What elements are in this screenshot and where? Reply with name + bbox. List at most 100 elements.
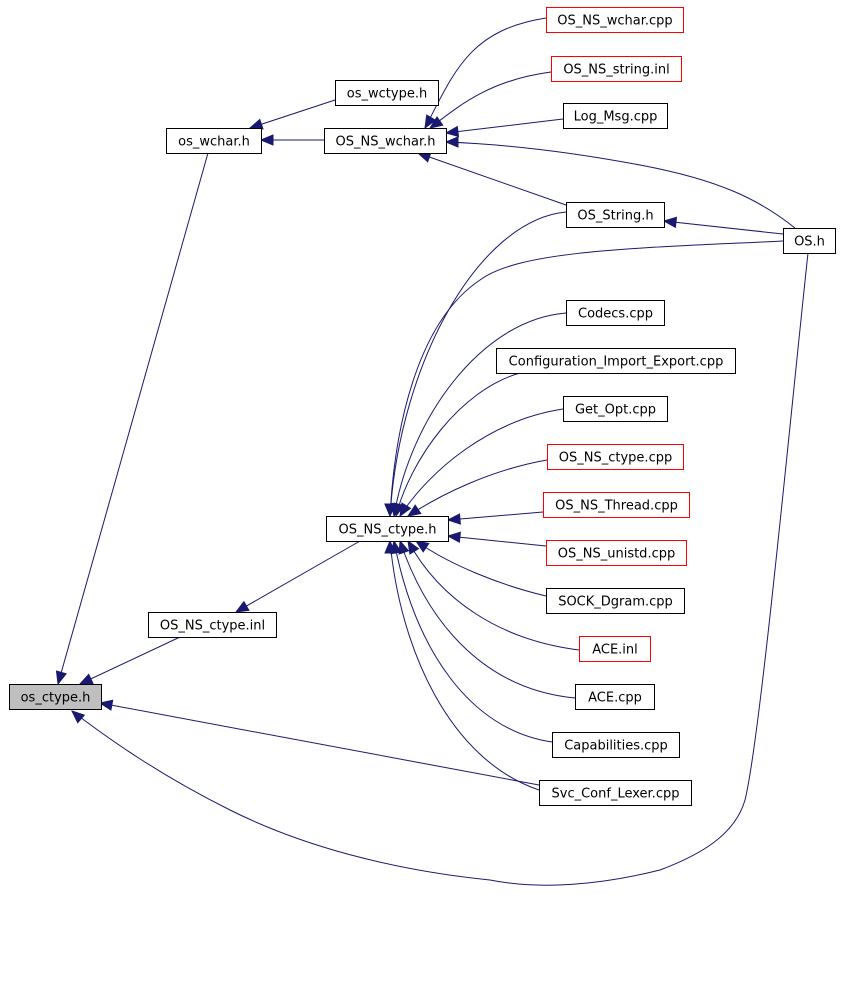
node-label: OS_NS_ctype.inl [160, 619, 265, 634]
node-box [335, 80, 439, 106]
edge-ace_inl-to-os_ns_ctype_h [407, 539, 580, 651]
node-os-ns-wchar-cpp[interactable]: OS_NS_wchar.cpp [546, 7, 684, 33]
edge-arrowhead [78, 673, 94, 685]
node-label: ACE.cpp [588, 691, 642, 706]
edge-arrowhead [399, 502, 412, 518]
node-box [566, 300, 665, 326]
edge-arrowhead [71, 710, 86, 724]
edge-os_h-to-os_ns_ctype_h [384, 240, 784, 518]
edge-arrowhead [407, 539, 420, 555]
node-get-opt-cpp[interactable]: Get_Opt.cpp [563, 396, 668, 422]
node-os-ns-ctype-h[interactable]: OS_NS_ctype.h [326, 516, 449, 542]
edge-line [407, 540, 580, 651]
edge-os_wchar_h-to-os_ctype_h [55, 152, 209, 686]
edge-arrowhead [428, 116, 444, 129]
edge-line [99, 702, 540, 786]
node-os-string-h[interactable]: OS_String.h [566, 202, 665, 228]
node-ace-cpp[interactable]: ACE.cpp [575, 684, 655, 710]
node-label: OS_NS_Thread.cpp [555, 499, 678, 514]
node-box [496, 348, 736, 374]
edge-arrowhead [248, 118, 264, 130]
node-os-ns-thread-cpp[interactable]: OS_NS_Thread.cpp [543, 492, 690, 518]
node-os-wctype-h[interactable]: os_wctype.h [335, 80, 439, 106]
edge-ace_cpp-to-os_ns_ctype_h [398, 539, 576, 699]
node-os-ns-ctype-cpp[interactable]: OS_NS_ctype.cpp [547, 444, 684, 470]
edge-arrowhead [424, 114, 437, 130]
edge-config_cpp-to-os_ns_ctype_h [393, 372, 521, 518]
edge-codecs_cpp-to-os_ns_ctype_h [390, 312, 567, 518]
edge-arrowhead [446, 513, 461, 525]
node-box [563, 103, 668, 129]
node-box [166, 128, 262, 154]
edge-line [447, 511, 544, 521]
edge-os_ns_ctype_h-to-os_ns_ctype_inl [234, 540, 361, 613]
node-label: SOCK_Dgram.cpp [558, 595, 673, 610]
edge-arrowhead [398, 539, 410, 555]
node-sock-dgram-cpp[interactable]: SOCK_Dgram.cpp [546, 588, 685, 614]
node-box [326, 516, 449, 542]
edge-line [407, 459, 548, 517]
node-log-msg-cpp[interactable]: Log_Msg.cpp [563, 103, 668, 129]
node-capabilities-cpp[interactable]: Capabilities.cpp [552, 732, 680, 758]
edge-arrowhead [414, 540, 430, 553]
node-label: os_ctype.h [21, 691, 91, 706]
edge-line [429, 71, 552, 129]
edge-get_opt_cpp-to-os_ns_ctype_h [399, 408, 564, 518]
node-label: ACE.inl [592, 643, 638, 658]
edge-line [399, 540, 576, 699]
edge-line [445, 118, 564, 134]
edge-arrowhead [406, 504, 422, 517]
edge-os_ns_wchar_cpp-to-os_ns_wchar_h [424, 17, 547, 130]
edge-arrowhead [55, 670, 67, 686]
node-box [546, 7, 684, 33]
edge-arrowhead [444, 136, 459, 148]
node-label: OS_NS_wchar.cpp [557, 14, 672, 29]
edge-line [447, 535, 547, 547]
node-config-cpp[interactable]: Configuration_Import_Export.cpp [496, 348, 736, 374]
edge-line [235, 540, 361, 613]
node-box [575, 684, 655, 710]
node-os-ns-string-inl[interactable]: OS_NS_string.inl [551, 56, 682, 82]
node-svc-conf-lexer-cpp[interactable]: Svc_Conf_Lexer.cpp [539, 780, 692, 806]
edge-os_h-to-os_ns_wchar_h [444, 136, 796, 229]
node-label: os_wchar.h [178, 135, 250, 150]
edge-os_ns_ctype_inl-to-os_ctype_h [78, 636, 181, 685]
node-label: Capabilities.cpp [564, 739, 668, 754]
edge-svc_conf_lexer_cpp-to-os_ctype_h [98, 699, 540, 786]
edge-os_ns_ctype_cpp-to-os_ns_ctype_h [406, 459, 548, 517]
node-os-wchar-h[interactable]: os_wchar.h [166, 128, 262, 154]
node-label: Svc_Conf_Lexer.cpp [552, 787, 680, 802]
edge-arrowhead [662, 216, 678, 229]
node-ace-inl[interactable]: ACE.inl [579, 636, 651, 662]
edge-line [415, 540, 547, 597]
edge-arrowhead [234, 600, 250, 613]
node-os-ns-ctype-inl[interactable]: OS_NS_ctype.inl [148, 612, 277, 638]
node-os-ns-wchar-h[interactable]: OS_NS_wchar.h [324, 128, 447, 154]
nodes-layer: os_ctype.hos_wchar.hos_wctype.hOS_NS_wch… [9, 7, 836, 806]
edge-arrowhead [384, 539, 396, 554]
node-label: OS.h [794, 235, 825, 250]
node-codecs-cpp[interactable]: Codecs.cpp [566, 300, 665, 326]
node-label: Log_Msg.cpp [574, 110, 658, 125]
edge-line [249, 99, 336, 129]
node-os-ns-unistd-cpp[interactable]: OS_NS_unistd.cpp [546, 540, 687, 566]
edge-arrowhead [444, 125, 460, 138]
edge-line [393, 312, 567, 517]
node-box [552, 732, 680, 758]
edge-os_string_h-to-os_ns_wchar_h [416, 151, 567, 206]
edge-line [389, 540, 540, 791]
node-box [9, 684, 102, 710]
edge-line [389, 240, 784, 517]
edge-svc_conf_lexer_cpp-to-os_ns_ctype_h [384, 539, 540, 791]
node-label: OS_NS_ctype.h [338, 523, 436, 538]
edge-log_msg_cpp-to-os_ns_wchar_h [444, 118, 564, 138]
node-box [546, 540, 687, 566]
node-label: OS_String.h [577, 209, 653, 224]
node-box [148, 612, 277, 638]
node-box [563, 396, 668, 422]
edge-os_h-to-os_ctype_h [71, 252, 809, 886]
node-os-h[interactable]: OS.h [783, 228, 836, 254]
edge-os_wctype_h-to-os_ns_wchar_h [248, 99, 336, 130]
node-label: os_wctype.h [347, 87, 427, 102]
